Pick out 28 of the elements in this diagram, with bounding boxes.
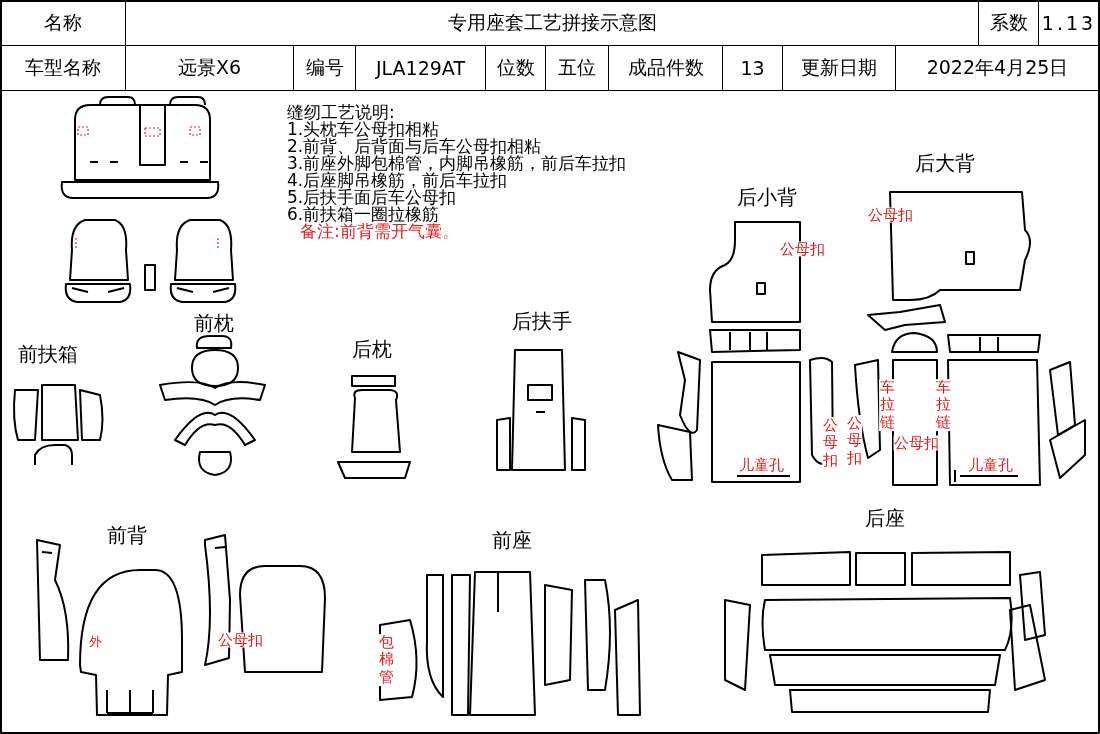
section-heading: 后扶手 xyxy=(512,311,572,331)
note-line: 1.头枕车公母扣相粘 xyxy=(287,121,440,138)
annotation-text: 公母扣 xyxy=(779,241,825,257)
note-line: 5.后扶手面后车公母扣 xyxy=(287,189,457,206)
section-heading: 前扶箱 xyxy=(18,344,78,364)
annotation-text: 公母扣 xyxy=(893,435,939,451)
note-line: 4.后座脚吊橡筋，前后车拉扣 xyxy=(287,172,508,189)
section-heading: 前枕 xyxy=(194,313,234,333)
note-line: 3.前座外脚包棉管，内脚吊橡筋，前后车拉扣 xyxy=(287,155,627,172)
annotation-text: 包棉管 xyxy=(378,634,394,686)
section-heading: 后大背 xyxy=(915,153,975,173)
section-heading: 后枕 xyxy=(352,339,392,359)
annotation-text: 儿童孔 xyxy=(738,457,784,473)
note-line: 2.前背、后背面与后车公母扣相粘 xyxy=(287,138,542,155)
annotation-text: 公母扣 xyxy=(846,415,862,467)
note-line: 6.前扶箱一圈拉橡筋 xyxy=(287,206,440,223)
annotation-text: 儿童孔 xyxy=(967,457,1013,473)
annotation-text: 外 xyxy=(88,634,102,648)
annotation-text: 公母扣 xyxy=(217,632,263,648)
section-heading: 后小背 xyxy=(737,187,797,207)
annotation-text: 车拉链 xyxy=(935,379,951,431)
annotation-text: 公母扣 xyxy=(822,417,838,469)
section-heading: 后座 xyxy=(865,508,905,528)
notes-heading: 缝纫工艺说明: xyxy=(287,104,395,121)
annotation-text: 车拉链 xyxy=(879,379,895,431)
annotation-text: 公母扣 xyxy=(867,207,913,223)
section-heading: 前座 xyxy=(492,530,532,550)
section-heading: 前背 xyxy=(107,525,147,545)
